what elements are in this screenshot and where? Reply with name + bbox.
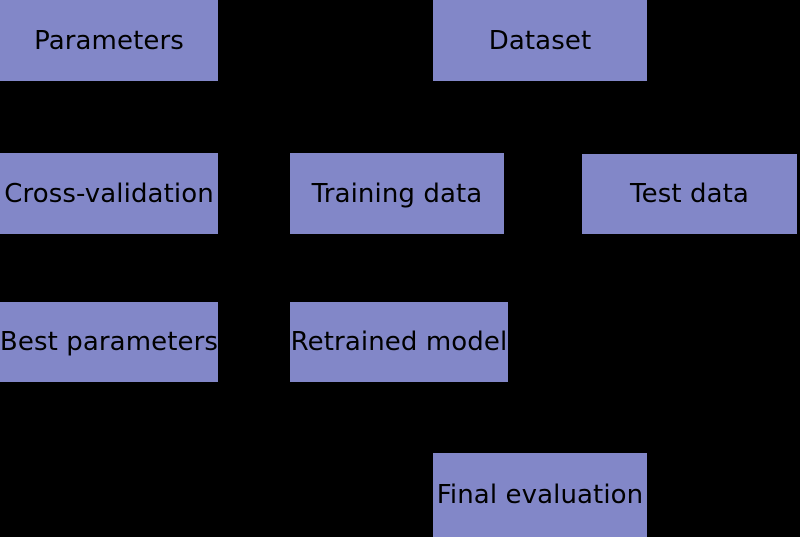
node-best-parameters[interactable]: Best parameters — [0, 302, 218, 382]
node-parameters[interactable]: Parameters — [0, 0, 218, 81]
node-training-data-label: Training data — [311, 178, 483, 209]
node-parameters-label: Parameters — [34, 25, 184, 56]
node-test-data-label: Test data — [630, 179, 749, 209]
node-retrained-model-label: Retrained model — [290, 327, 508, 357]
node-retrained-model[interactable]: Retrained model — [290, 302, 508, 382]
node-final-evaluation-label: Final evaluation — [436, 480, 644, 510]
node-final-evaluation[interactable]: Final evaluation — [433, 453, 647, 537]
node-test-data[interactable]: Test data — [582, 154, 797, 234]
node-cross-validation-label: Cross-validation — [4, 178, 214, 209]
node-dataset-label: Dataset — [488, 25, 592, 56]
node-cross-validation[interactable]: Cross-validation — [0, 153, 218, 234]
node-training-data[interactable]: Training data — [290, 153, 504, 234]
node-dataset[interactable]: Dataset — [433, 0, 647, 81]
node-best-parameters-label: Best parameters — [0, 327, 219, 357]
